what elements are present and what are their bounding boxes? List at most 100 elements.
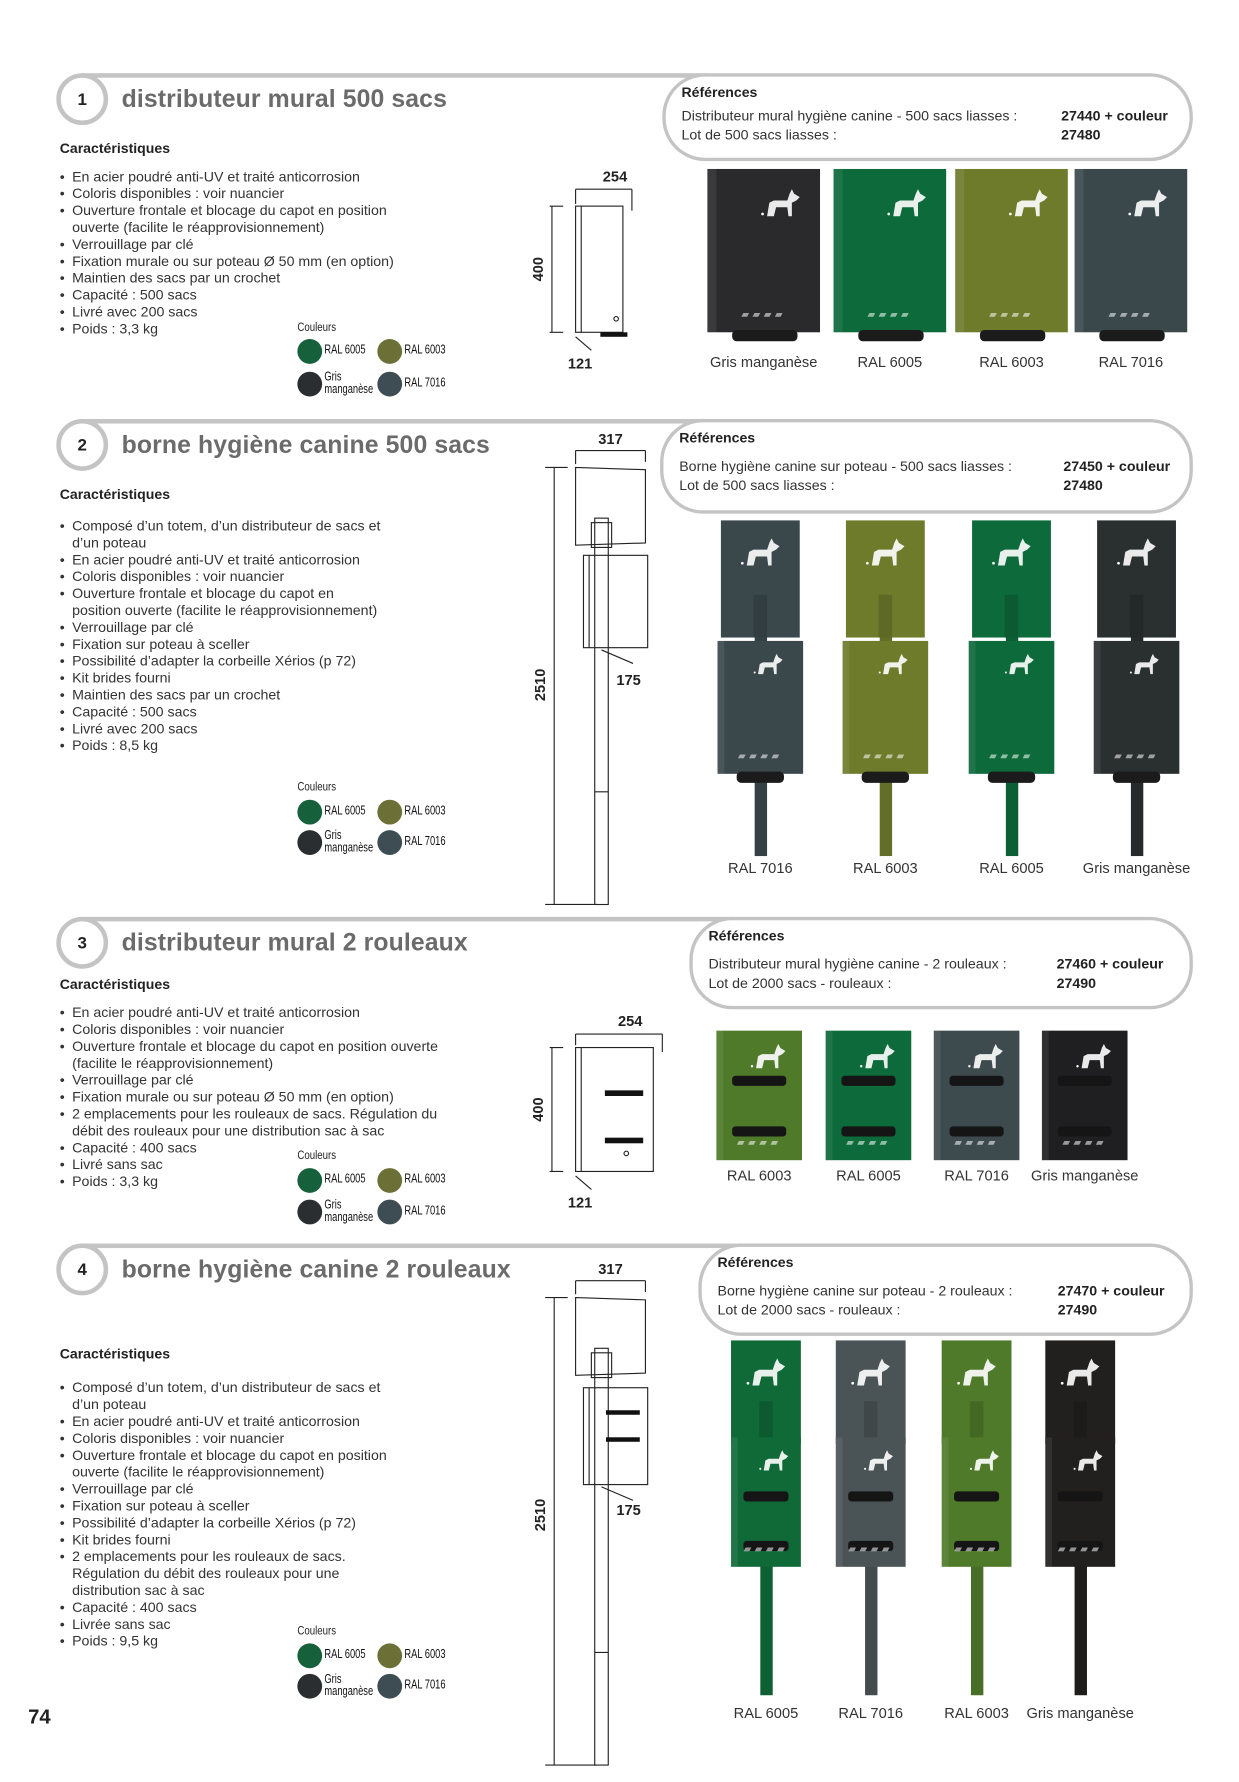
characteristic-item: Fixation sur poteau à sceller: [60, 1498, 387, 1515]
product-image: ▰▰▰▰: [1030, 1340, 1131, 1696]
dog-icon: [878, 653, 908, 675]
characteristics-list: Composé d’un totem, d’un distributeur de…: [60, 1380, 387, 1650]
dimension-label: 121: [568, 1196, 592, 1212]
references-heading: Références: [708, 928, 785, 944]
characteristic-item: Fixation sur poteau à sceller: [60, 636, 381, 653]
dispenser-body: ▰▰▰▰: [968, 640, 1055, 774]
reference-code: 27470 + couleur: [1057, 1282, 1165, 1299]
dimension-label: 175: [616, 1503, 640, 1519]
colour-swatch: [297, 1673, 323, 1699]
section-header-rule: [81, 916, 735, 922]
colour-swatch-label: Gris manganèse: [324, 829, 374, 855]
characteristic-item: Fixation murale ou sur poteau Ø 50 mm (e…: [60, 253, 394, 270]
dispenser-body: ▰▰▰▰: [835, 1437, 906, 1567]
reference-code: 27460 + couleur: [1056, 956, 1164, 973]
characteristic-item: Ouverture frontale et blocage du capot e…: [60, 203, 394, 237]
colour-swatch: [377, 371, 403, 397]
colour-swatch-label: RAL 6003: [404, 343, 446, 358]
colour-swatch: [377, 1673, 403, 1699]
characteristic-item: Fixation murale ou sur poteau Ø 50 mm (e…: [60, 1089, 438, 1106]
characteristic-item: En acier poudré anti-UV et traité antico…: [60, 169, 394, 186]
characteristic-item: Composé d’un totem, d’un distributeur de…: [60, 518, 381, 552]
dog-icon: [957, 1358, 996, 1386]
characteristic-item: Livrée sans sac: [60, 1616, 387, 1633]
totem-sign: [845, 520, 925, 638]
dispenser-base: [1112, 771, 1161, 783]
colour-swatch: [377, 830, 403, 855]
roll-slot: [731, 1075, 787, 1086]
dispenser-body: ▰▰▰▰: [842, 640, 929, 774]
characteristic-item: Poids : 3,3 kg: [60, 1174, 438, 1191]
dimension-label: 317: [598, 1262, 622, 1278]
roll-slot: [841, 1126, 896, 1137]
characteristics-list: En acier poudré anti-UV et traité antico…: [60, 1005, 438, 1191]
dog-icon: [865, 538, 905, 566]
colour-swatch: [377, 1168, 403, 1193]
characteristics-heading: Caractéristiques: [59, 140, 171, 157]
characteristic-item: Poids : 9,5 kg: [60, 1633, 387, 1650]
characteristics-list: Composé d’un totem, d’un distributeur de…: [60, 518, 381, 755]
roll-slot: [954, 1491, 999, 1502]
characteristic-item: Livré sans sac: [60, 1157, 438, 1174]
pictogram-row: ▰▰▰▰: [741, 308, 787, 320]
product-colour-label: RAL 6005: [836, 1166, 901, 1184]
roll-slot: [743, 1540, 789, 1552]
colour-swatch: [297, 339, 323, 364]
characteristic-item: Capacité : 400 sacs: [60, 1140, 438, 1157]
product-image: ▰▰▰▰: [1086, 520, 1187, 857]
colour-swatch-label: RAL 7016: [404, 376, 446, 390]
dimension-label: 254: [618, 1014, 643, 1030]
characteristic-item: Poids : 3,3 kg: [60, 321, 394, 338]
pictogram-row: ▰▰▰▰: [743, 1543, 789, 1555]
pictogram-row: ▰▰▰▰: [846, 1136, 891, 1148]
characteristic-item: Capacité : 500 sacs: [60, 704, 381, 721]
totem-sign: [835, 1340, 906, 1445]
dispenser-body: ▰▰▰▰: [716, 1030, 802, 1161]
product-image: ▰▰▰▰: [833, 168, 947, 344]
section-number: 4: [56, 1243, 109, 1296]
characteristic-item: Maintien des sacs par un crochet: [60, 270, 394, 287]
roll-slot: [841, 1075, 896, 1086]
colours-label: Couleurs: [297, 1148, 337, 1163]
dimension-label: 121: [568, 356, 592, 372]
colour-swatch-label: RAL 6003: [404, 1172, 446, 1187]
roll-slot: [1057, 1075, 1113, 1086]
characteristics-list: En acier poudré anti-UV et traité antico…: [60, 169, 394, 338]
pictogram-row: ▰▰▰▰: [954, 1136, 999, 1148]
dispenser-body: ▰▰▰▰: [941, 1437, 1012, 1567]
section-title: borne hygiène canine 500 sacs: [121, 430, 490, 459]
dog-icon: [968, 1043, 1003, 1069]
dog-icon: [860, 1043, 895, 1069]
dog-icon: [969, 1450, 999, 1471]
colour-swatch: [297, 1168, 323, 1193]
dog-icon: [753, 653, 783, 675]
technical-drawing: 317 2510 175: [529, 1258, 675, 1782]
product-colour-label: RAL 7016: [728, 859, 793, 877]
product-image: ▰▰▰▰: [825, 1030, 912, 1161]
product-image: ▰▰▰▰: [835, 520, 936, 857]
reference-label: Lot de 2000 sacs - rouleaux :: [708, 975, 892, 992]
dispenser-body: ▰▰▰▰: [933, 1030, 1020, 1161]
characteristic-item: Coloris disponibles : voir nuancier: [60, 1431, 387, 1448]
technical-drawing: 317 2510 175: [529, 428, 675, 921]
characteristic-item: Livré avec 200 sacs: [60, 721, 381, 738]
pictogram-row: ▰▰▰▰: [1114, 750, 1159, 762]
characteristic-item: Coloris disponibles : voir nuancier: [60, 1022, 438, 1039]
characteristic-item: Verrouillage par clé: [60, 1072, 438, 1089]
dimension-label: 254: [603, 169, 628, 185]
dog-icon: [1009, 189, 1048, 217]
pictogram-row: ▰▰▰▰: [1062, 1136, 1108, 1148]
section-title: borne hygiène canine 2 rouleaux: [121, 1254, 511, 1283]
colour-swatch: [377, 1643, 403, 1669]
roll-slot: [848, 1491, 894, 1502]
dog-icon: [1076, 1043, 1111, 1069]
colour-swatch: [297, 1199, 323, 1225]
roll-slot: [949, 1126, 1004, 1137]
characteristic-item: Coloris disponibles : voir nuancier: [60, 186, 394, 203]
product-colour-label: RAL 7016: [1098, 353, 1164, 371]
page-number: 74: [28, 1705, 51, 1728]
product-colour-label: RAL 6005: [979, 859, 1044, 877]
pictogram-row: ▰▰▰▰: [848, 1543, 894, 1555]
dispenser-body: ▰▰▰▰: [825, 1030, 912, 1161]
dog-icon: [1128, 189, 1167, 217]
